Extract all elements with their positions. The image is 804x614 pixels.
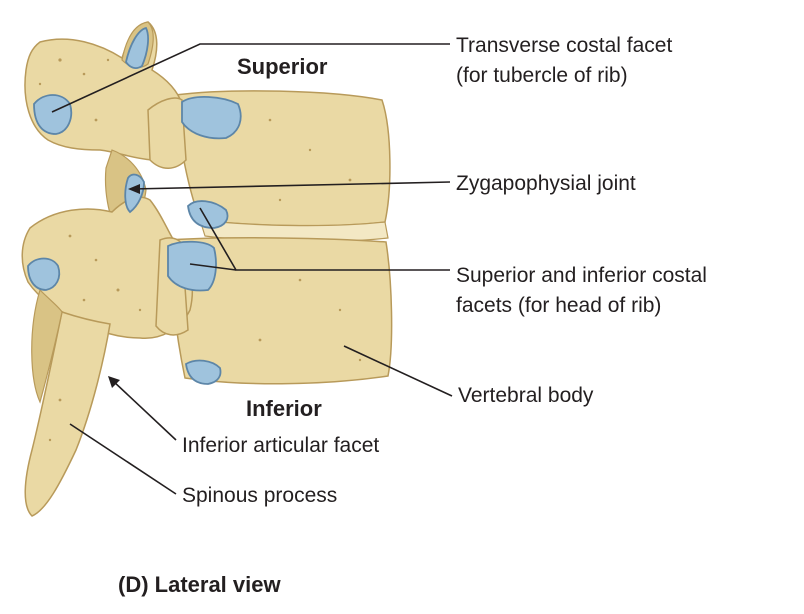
superior-costal-facet-lower xyxy=(167,240,217,292)
leader-vertebral-body xyxy=(343,345,453,397)
leader-costal-facets-lower xyxy=(189,263,237,271)
label-zygapophysial-joint: Zygapophysial joint xyxy=(456,172,636,195)
superior-articular-facet-top xyxy=(125,26,149,69)
spinous-process xyxy=(24,311,111,517)
label-inferior-articular-facet: Inferior articular facet xyxy=(182,434,379,457)
label-transverse-costal-facet-line1: Transverse costal facet xyxy=(456,34,672,57)
transverse-costal-facet-inferior xyxy=(27,257,61,291)
leader-transverse-costal-facet xyxy=(51,43,450,113)
leader-zygapophysial-joint xyxy=(131,181,451,190)
superior-costal-facet-upper xyxy=(181,96,242,140)
arrowhead-zygapophysial xyxy=(128,184,140,194)
inferior-costal-facet-lower xyxy=(185,359,222,385)
label-vertebral-body: Vertebral body xyxy=(458,384,594,407)
inferior-vertebral-body xyxy=(169,237,393,385)
leader-lines xyxy=(51,43,453,495)
label-transverse-costal-facet-line2: (for tubercle of rib) xyxy=(456,64,628,87)
arrowhead-inferior-articular xyxy=(108,376,120,388)
bone-texture xyxy=(38,58,362,442)
spinous-process-shadow xyxy=(31,288,63,404)
label-spinous-process: Spinous process xyxy=(182,484,337,507)
vertebrae-illustration xyxy=(21,21,393,517)
transverse-costal-facet-superior xyxy=(33,94,73,135)
superior-pedicle xyxy=(147,97,187,169)
label-inferior: Inferior xyxy=(246,396,322,421)
leader-spinous-process xyxy=(69,423,177,495)
zygapophysial-joint-surface xyxy=(124,173,145,214)
leader-inferior-articular-facet xyxy=(111,379,177,441)
figure-caption: (D) Lateral view xyxy=(118,572,281,597)
label-costal-facets-line1: Superior and inferior costal xyxy=(456,264,707,287)
label-superior: Superior xyxy=(237,54,328,79)
label-costal-facets-line2: facets (for head of rib) xyxy=(456,294,661,317)
inferior-costal-facet-upper xyxy=(187,200,229,229)
